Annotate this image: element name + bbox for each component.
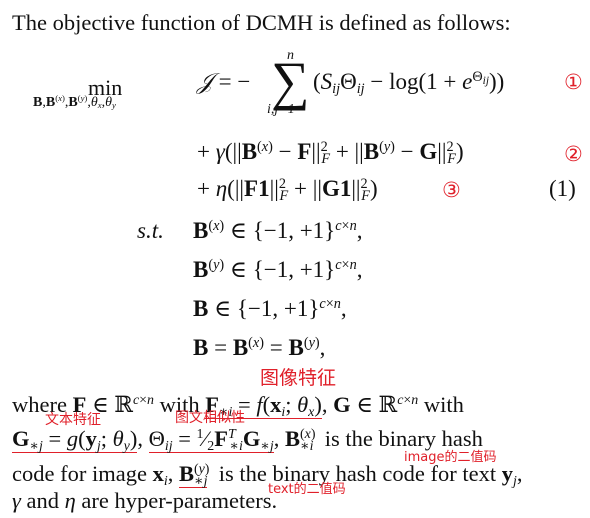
min-subscript: B,B(x),B(y),θx,θy — [33, 93, 116, 111]
annotation-image-code: image的二值码 — [404, 450, 497, 465]
where-line-2: G∗j = g(yj; θy), Θij = 1⁄2FT∗iG∗j, B(x)∗… — [12, 426, 483, 454]
constraint-b: B ∈ {−1, +1}c×n, — [193, 296, 347, 321]
constraint-bx: B(x) ∈ {−1, +1}c×n, — [193, 218, 363, 243]
sum-lower-limit: i,j=1 — [267, 102, 295, 117]
sum-upper-limit: n — [287, 48, 294, 63]
term3-marker: ③ — [442, 178, 461, 202]
objective-term3: + η(||F1||2F + ||G1||2F) — [197, 176, 378, 204]
term1-marker: ① — [564, 70, 583, 94]
equation-number: (1) — [549, 176, 576, 201]
objective-lhs: 𝒥 = − — [197, 69, 251, 94]
min-operator: min — [88, 75, 123, 100]
annotation-text-feature: 文本特征 — [45, 412, 101, 428]
annotation-text-code: text的二值码 — [268, 482, 346, 497]
where-line-4: γ and η are hyper-parameters. — [12, 488, 278, 513]
where-line-1: where F ∈ ℝc×n with F∗i = f(xi; θx), G ∈… — [12, 392, 464, 420]
objective-term1: (SijΘij − log(1 + eΘij)) — [313, 69, 505, 97]
intro-text: The objective function of DCMH is define… — [12, 10, 511, 35]
summation-symbol: ∑ — [271, 51, 310, 111]
term2-marker: ② — [564, 142, 583, 166]
such-that-label: s.t. — [137, 218, 164, 243]
where-line-3: code for image xi, B(y)∗j is the binary … — [12, 461, 523, 489]
constraint-by: B(y) ∈ {−1, +1}c×n, — [193, 257, 363, 282]
annotation-image-feature: 图像特征 — [260, 367, 337, 389]
annotation-similarity: 图文相似性 — [175, 410, 245, 426]
constraint-equal: B = B(x) = B(y), — [193, 335, 326, 360]
objective-term2: + γ(||B(x) − F||2F + ||B(y) − G||2F) — [197, 139, 464, 167]
